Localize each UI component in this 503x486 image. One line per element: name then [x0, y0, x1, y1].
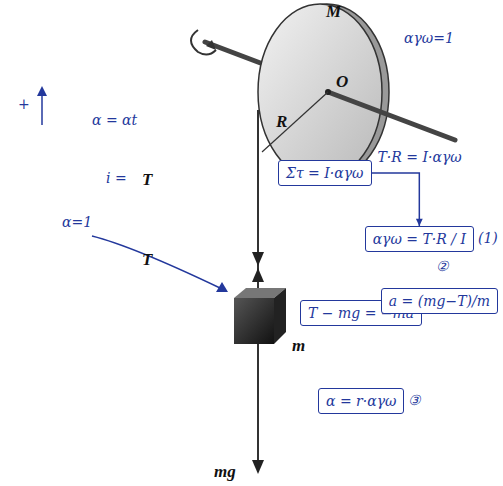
equation-box: αγω = T·R / I [365, 226, 474, 252]
equation-text: Στ = I·αγω [286, 165, 364, 181]
tension-arrow [252, 268, 264, 282]
implies-arrow [372, 173, 420, 226]
arrowhead [416, 219, 423, 226]
accel-arrow [92, 236, 220, 288]
rotation-arrowhead [206, 40, 216, 50]
radius-label: R [276, 112, 287, 132]
weight-label: mg [214, 462, 236, 482]
equation-text: a = (mg−T)/m [389, 293, 490, 309]
block-side [274, 288, 286, 344]
equation-box: α = r·αγω [318, 388, 404, 414]
tension-label: T [142, 170, 152, 190]
weight-line [257, 344, 259, 462]
equation-number: ② [436, 258, 449, 274]
tension-label: T [142, 250, 152, 270]
axle [328, 92, 455, 140]
rotation-arrow [191, 30, 216, 55]
equation-box: Στ = I·αγω [278, 160, 372, 186]
tension-arrow [252, 252, 264, 266]
mass-label: m [292, 336, 305, 356]
center-label: O [336, 72, 348, 92]
mass-label: M [326, 2, 341, 22]
block [234, 298, 274, 344]
disk-face [258, 4, 382, 180]
equation-box: a = (mg−T)/m [381, 288, 498, 314]
sign-note: + [18, 96, 30, 112]
equation-text: α = r·αγω [326, 393, 396, 409]
note: α = αt [92, 112, 137, 128]
note: αγω=1 [404, 30, 454, 46]
edge-label: T·R = I·αγω [376, 149, 464, 165]
equation-number: ③ [408, 392, 421, 408]
equation-text: αγω = T·R / I [373, 231, 466, 247]
sign-arrow [41, 92, 43, 125]
note: α=1 [62, 214, 92, 230]
sign-arrowhead [37, 86, 47, 96]
accel-arrowhead [216, 282, 228, 292]
radius-line [262, 92, 328, 152]
note: i = [106, 170, 127, 186]
equation-number: (1) [478, 230, 498, 246]
weight-arrow [252, 460, 264, 474]
